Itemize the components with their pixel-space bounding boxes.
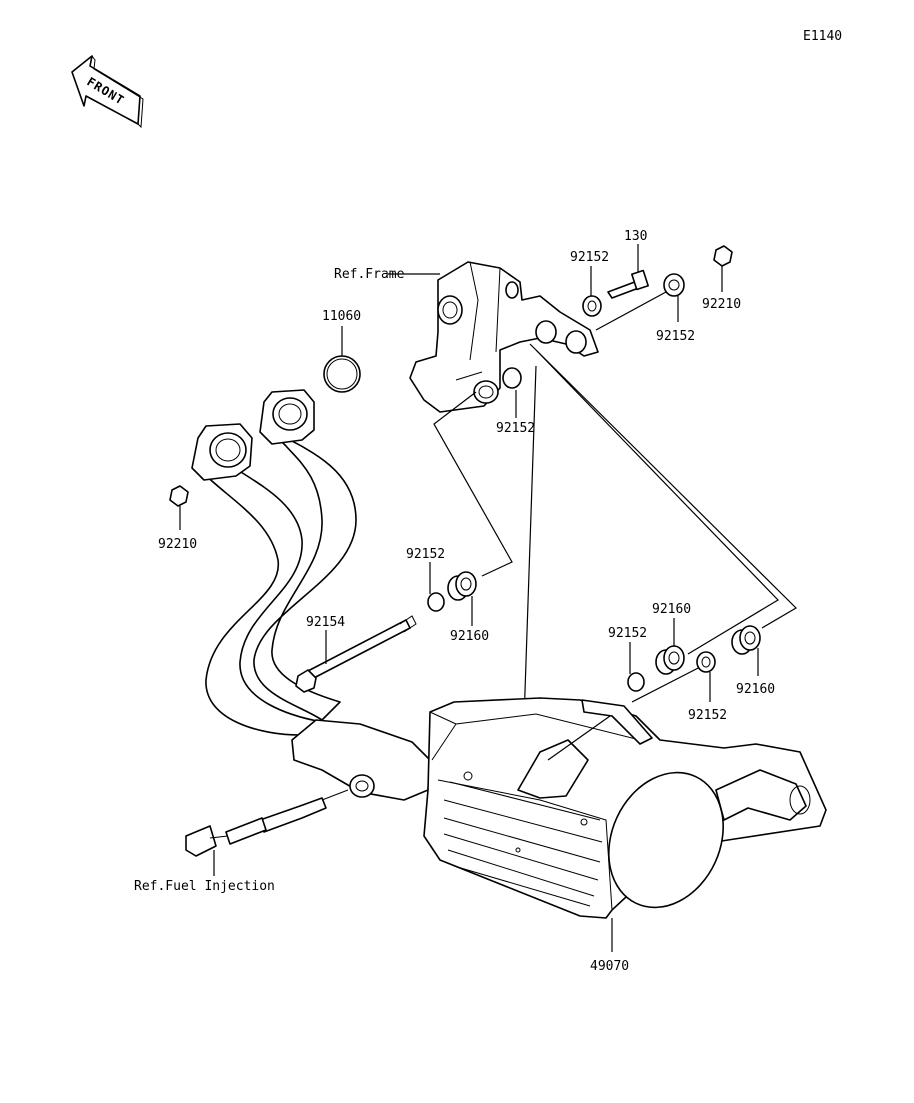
collar-92152-right [663,273,685,297]
ref-fuel-injection-label: Ref.Fuel Injection [134,879,275,894]
label-49070: 49070 [590,959,629,974]
label-92160-right: 92160 [736,682,775,697]
grommet-92160-mid [655,645,685,675]
label-92152-top: 92152 [570,250,609,265]
gasket-11060 [323,355,361,393]
label-92160-mid: 92160 [652,602,691,617]
nut-92210-right [713,245,733,267]
label-92160-left: 92160 [450,629,489,644]
oxygen-sensor [185,789,349,857]
bolt-92154 [295,615,417,693]
label-92210-right: 92210 [702,297,741,312]
collar-92152-lower [627,672,645,692]
label-92152-lower: 92152 [608,626,647,641]
collar-92152-left [427,592,445,612]
ref-frame-label: Ref.Frame [334,267,405,282]
label-11060: 11060 [322,309,361,324]
bolt-130 [607,269,649,299]
muffler-49070 [423,697,827,919]
collar-92152-lower2 [696,651,716,673]
label-130: 130 [624,229,647,244]
label-92152-left: 92152 [406,547,445,562]
collar-92152-top [582,295,602,317]
grommet-92160-left [447,571,477,601]
frame-bracket [409,261,599,413]
label-92154: 92154 [306,615,345,630]
label-92152-right: 92152 [656,329,695,344]
label-92152-lower2: 92152 [688,708,727,723]
exhaust-header-pipe [191,389,431,801]
nut-92210-left [169,485,189,507]
label-92152-mid: 92152 [496,421,535,436]
figure-code: E1140 [803,29,842,44]
collar-92152-mid [502,367,522,389]
grommet-92160-right [731,625,761,655]
front-arrow-icon: FRONT [71,55,144,129]
label-92210-left: 92210 [158,537,197,552]
